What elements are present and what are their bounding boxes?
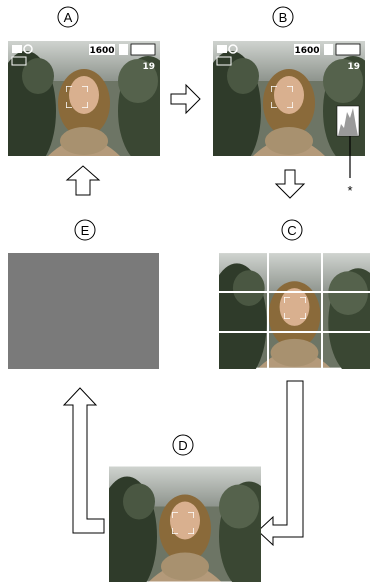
panel-c: C <box>207 219 372 382</box>
panel-e: E <box>8 219 159 369</box>
iso-badge <box>294 44 320 55</box>
arrow-c-to-d-icon <box>257 380 304 547</box>
stabilizer-icon <box>216 56 232 66</box>
panel-a: A 1600 19 <box>0 6 178 171</box>
panel-b: B 1600 19 * <box>201 6 372 198</box>
panel-d-photo <box>97 467 279 586</box>
panel-d-label: D <box>178 438 187 453</box>
arrow-down-icon <box>274 169 306 199</box>
panel-d: D <box>97 434 279 586</box>
histogram-shape <box>338 108 358 136</box>
panel-b-badge <box>272 6 294 28</box>
camera-mode-icon <box>217 45 227 53</box>
quality-icon <box>119 44 128 55</box>
panel-e-blank-screen <box>8 253 159 369</box>
panel-a-label: A <box>64 10 73 25</box>
arrow-up-icon <box>65 165 101 196</box>
histogram-annotation: * <box>347 183 352 198</box>
iso-badge <box>89 44 115 55</box>
quality-icon <box>324 44 333 55</box>
panel-e-label: E <box>81 223 90 238</box>
shot-count: 19 <box>347 62 360 72</box>
battery-icon <box>335 43 361 56</box>
panel-c-badge <box>281 219 303 241</box>
iso-text: 1600 <box>294 46 319 56</box>
camera-mode-icon <box>12 45 22 53</box>
iso-text: 1600 <box>89 46 114 56</box>
flash-mode-icon <box>228 44 238 54</box>
panel-e-badge <box>74 219 96 241</box>
arrow-d-to-e-icon <box>62 387 105 534</box>
panel-d-badge <box>172 434 194 456</box>
panel-a-photo <box>0 41 178 171</box>
shot-count: 19 <box>142 62 155 72</box>
panel-b-label: B <box>279 10 288 25</box>
panel-c-label: C <box>287 223 296 238</box>
arrow-right-icon <box>170 83 201 115</box>
stabilizer-icon <box>11 56 27 66</box>
panel-c-photo <box>207 253 372 382</box>
panel-a-badge <box>57 6 79 28</box>
battery-icon <box>130 43 156 56</box>
flash-mode-icon <box>23 44 33 54</box>
